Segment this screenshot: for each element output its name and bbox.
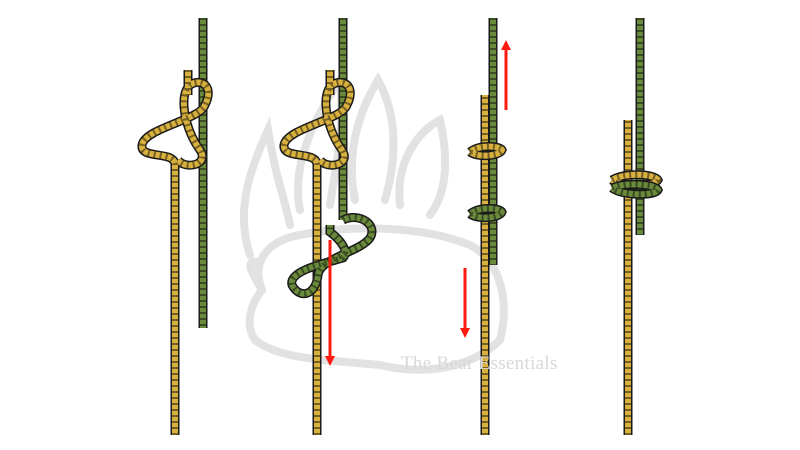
step1-yellow-figure-eight [137, 70, 213, 435]
step4-green-wrap [609, 179, 664, 199]
step3-pull-up-arrow [501, 40, 511, 110]
watermark-text: The Bear Essentials [401, 353, 558, 374]
step2-yellow-figure-eight [279, 70, 355, 435]
step2-pull-down-arrow [325, 240, 335, 366]
step3-green-wrap [467, 204, 507, 223]
step2-green-figure-eight [287, 213, 377, 299]
step3-pull-down-arrow [460, 268, 470, 338]
step3-yellow-wrap [467, 142, 507, 161]
